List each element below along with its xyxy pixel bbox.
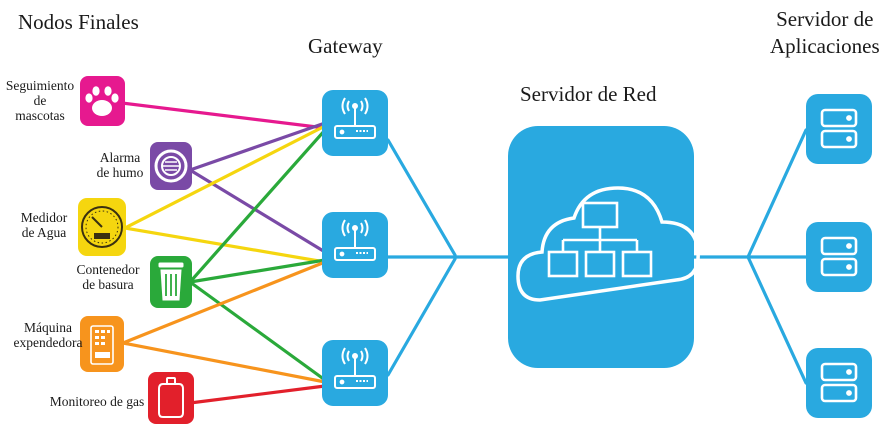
- label-pet-tracking: Seguimiento de mascotas: [5, 78, 75, 123]
- link-vending-gateway2: [121, 260, 327, 345]
- end-node-gas-monitor: [148, 372, 194, 424]
- end-node-vending-machine: [80, 316, 124, 372]
- link-water-gateway1: [123, 124, 327, 230]
- link-gas-gateway3: [188, 384, 327, 405]
- app-server-3: [806, 348, 872, 418]
- trash-bin-icon: [158, 262, 184, 301]
- end-node-pet-tracking: [80, 76, 125, 126]
- gateway-3: [322, 340, 388, 406]
- cloud-network-icon: [516, 186, 700, 302]
- end-node-water-meter: [78, 198, 126, 256]
- link-smoke-gateway1: [188, 121, 327, 172]
- link-smoke-gateway2: [188, 168, 327, 254]
- end-node-trash-container: [150, 256, 192, 308]
- network-server: [508, 126, 700, 368]
- server-icon: [820, 236, 858, 277]
- paw-icon: [85, 86, 119, 116]
- gas-cylinder-icon: [158, 377, 184, 418]
- link-hub2-app1: [746, 128, 808, 259]
- antenna-router-icon: [334, 347, 376, 389]
- label-water-meter: Medidor de Agua: [20, 210, 68, 240]
- label-smoke-alarm: Alarma de humo: [96, 150, 144, 180]
- label-trash-container: Contenedor de basura: [76, 262, 140, 292]
- link-gateway1-hub: [386, 138, 457, 257]
- link-trash-gateway2: [188, 258, 327, 284]
- app-server-heading: Servidor de Aplicaciones: [770, 7, 880, 58]
- link-hub2-app3: [746, 255, 808, 385]
- gateway-heading: Gateway: [308, 34, 383, 58]
- label-vending-machine: Máquina expendedora: [13, 320, 83, 350]
- server-icon: [820, 108, 858, 149]
- smoke-alarm-icon: [154, 149, 188, 183]
- end-node-smoke-alarm: [150, 142, 192, 190]
- gateway-1: [322, 90, 388, 156]
- server-icon: [820, 362, 858, 403]
- app-server-1: [806, 94, 872, 164]
- link-trash-gateway3: [188, 280, 327, 382]
- app-server-2: [806, 222, 872, 292]
- link-pet-gateway1: [120, 101, 327, 130]
- network-server-heading: Servidor de Red: [520, 82, 657, 106]
- gateway-2: [322, 212, 388, 278]
- vending-machine-icon: [90, 325, 114, 365]
- end-nodes-heading: Nodos Finales: [18, 10, 139, 34]
- link-trash-gateway1: [188, 128, 327, 284]
- water-meter-icon: [81, 206, 123, 248]
- antenna-router-icon: [334, 219, 376, 261]
- antenna-router-icon: [334, 97, 376, 139]
- link-vending-gateway3: [121, 341, 327, 384]
- link-gateway3-hub: [386, 257, 457, 377]
- label-gas-monitor: Monitoreo de gas: [49, 394, 145, 409]
